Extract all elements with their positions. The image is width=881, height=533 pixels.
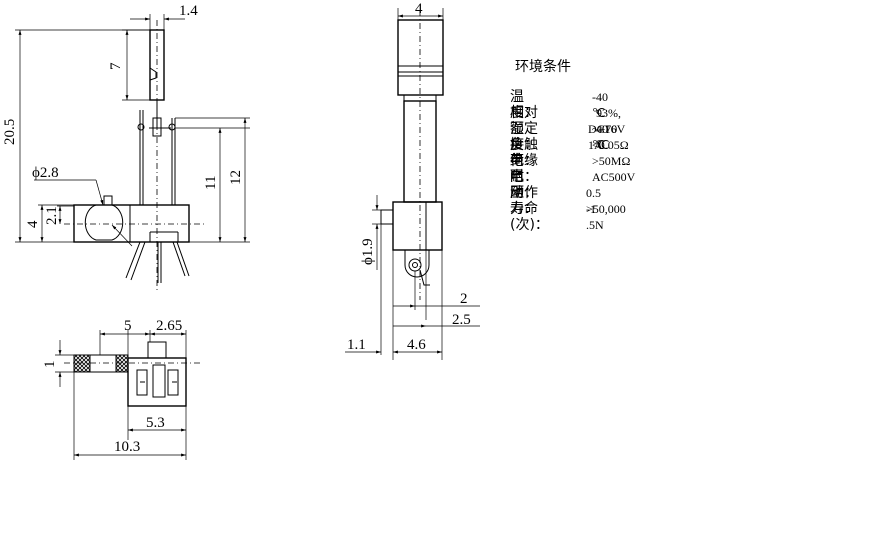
spec-value: >50,000 — [586, 202, 626, 216]
dim-1: 1 — [42, 361, 58, 369]
dim-5-3: 5.3 — [146, 415, 165, 431]
dim-11: 11 — [203, 176, 219, 190]
spec-label: 绝缘电阻： — [510, 153, 538, 201]
side-view — [345, 8, 480, 360]
dim-phi-2-8: ϕ2.8 — [32, 165, 59, 181]
dim-2-5: 2.5 — [452, 312, 471, 328]
spec-label: 动作力： — [510, 185, 538, 217]
spec-value: >50MΩ — [592, 154, 631, 168]
spec-label: 寿命(次)： — [510, 201, 549, 233]
dim-1-1: 1.1 — [347, 337, 366, 353]
dim-20-5: 20.5 — [2, 119, 18, 145]
spec-title: 环境条件 — [515, 59, 571, 75]
dim-2: 2 — [460, 291, 468, 307]
spec-label: 接触电阻： — [510, 137, 538, 185]
spec-value: DC16V 1A — [588, 122, 626, 152]
spec-value: AC500V — [592, 170, 636, 184]
dim-1-4: 1.4 — [179, 3, 198, 19]
dim-10-3: 10.3 — [114, 439, 140, 455]
dim-12: 12 — [228, 170, 244, 185]
dim-5: 5 — [124, 318, 132, 334]
spec-label: 耐压： — [510, 169, 538, 201]
spec-value: <0.05Ω — [592, 138, 629, 152]
spec-value: -40 ℃ ~+70 ℃ — [592, 90, 618, 152]
spec-value: 0.5 -1 .5N — [586, 186, 604, 232]
spec-label: 温度： — [510, 89, 538, 121]
dim-2-65: 2.65 — [156, 318, 182, 334]
dim-4-left: 4 — [25, 220, 41, 228]
spec-label: 相对湿度： — [510, 105, 538, 153]
spec-value: 93%, 40 ℃ — [596, 106, 621, 152]
bottom-view — [55, 330, 200, 460]
dim-4-top: 4 — [415, 1, 423, 17]
front-view — [15, 14, 250, 290]
switch-body — [73, 204, 190, 243]
dim-2-1: 2.1 — [44, 206, 60, 225]
dim-4-6: 4.6 — [407, 337, 426, 353]
dim-phi-1-9: ϕ1.9 — [360, 238, 376, 265]
dim-7: 7 — [108, 62, 124, 70]
spec-label: 额定负荷： — [510, 121, 538, 169]
